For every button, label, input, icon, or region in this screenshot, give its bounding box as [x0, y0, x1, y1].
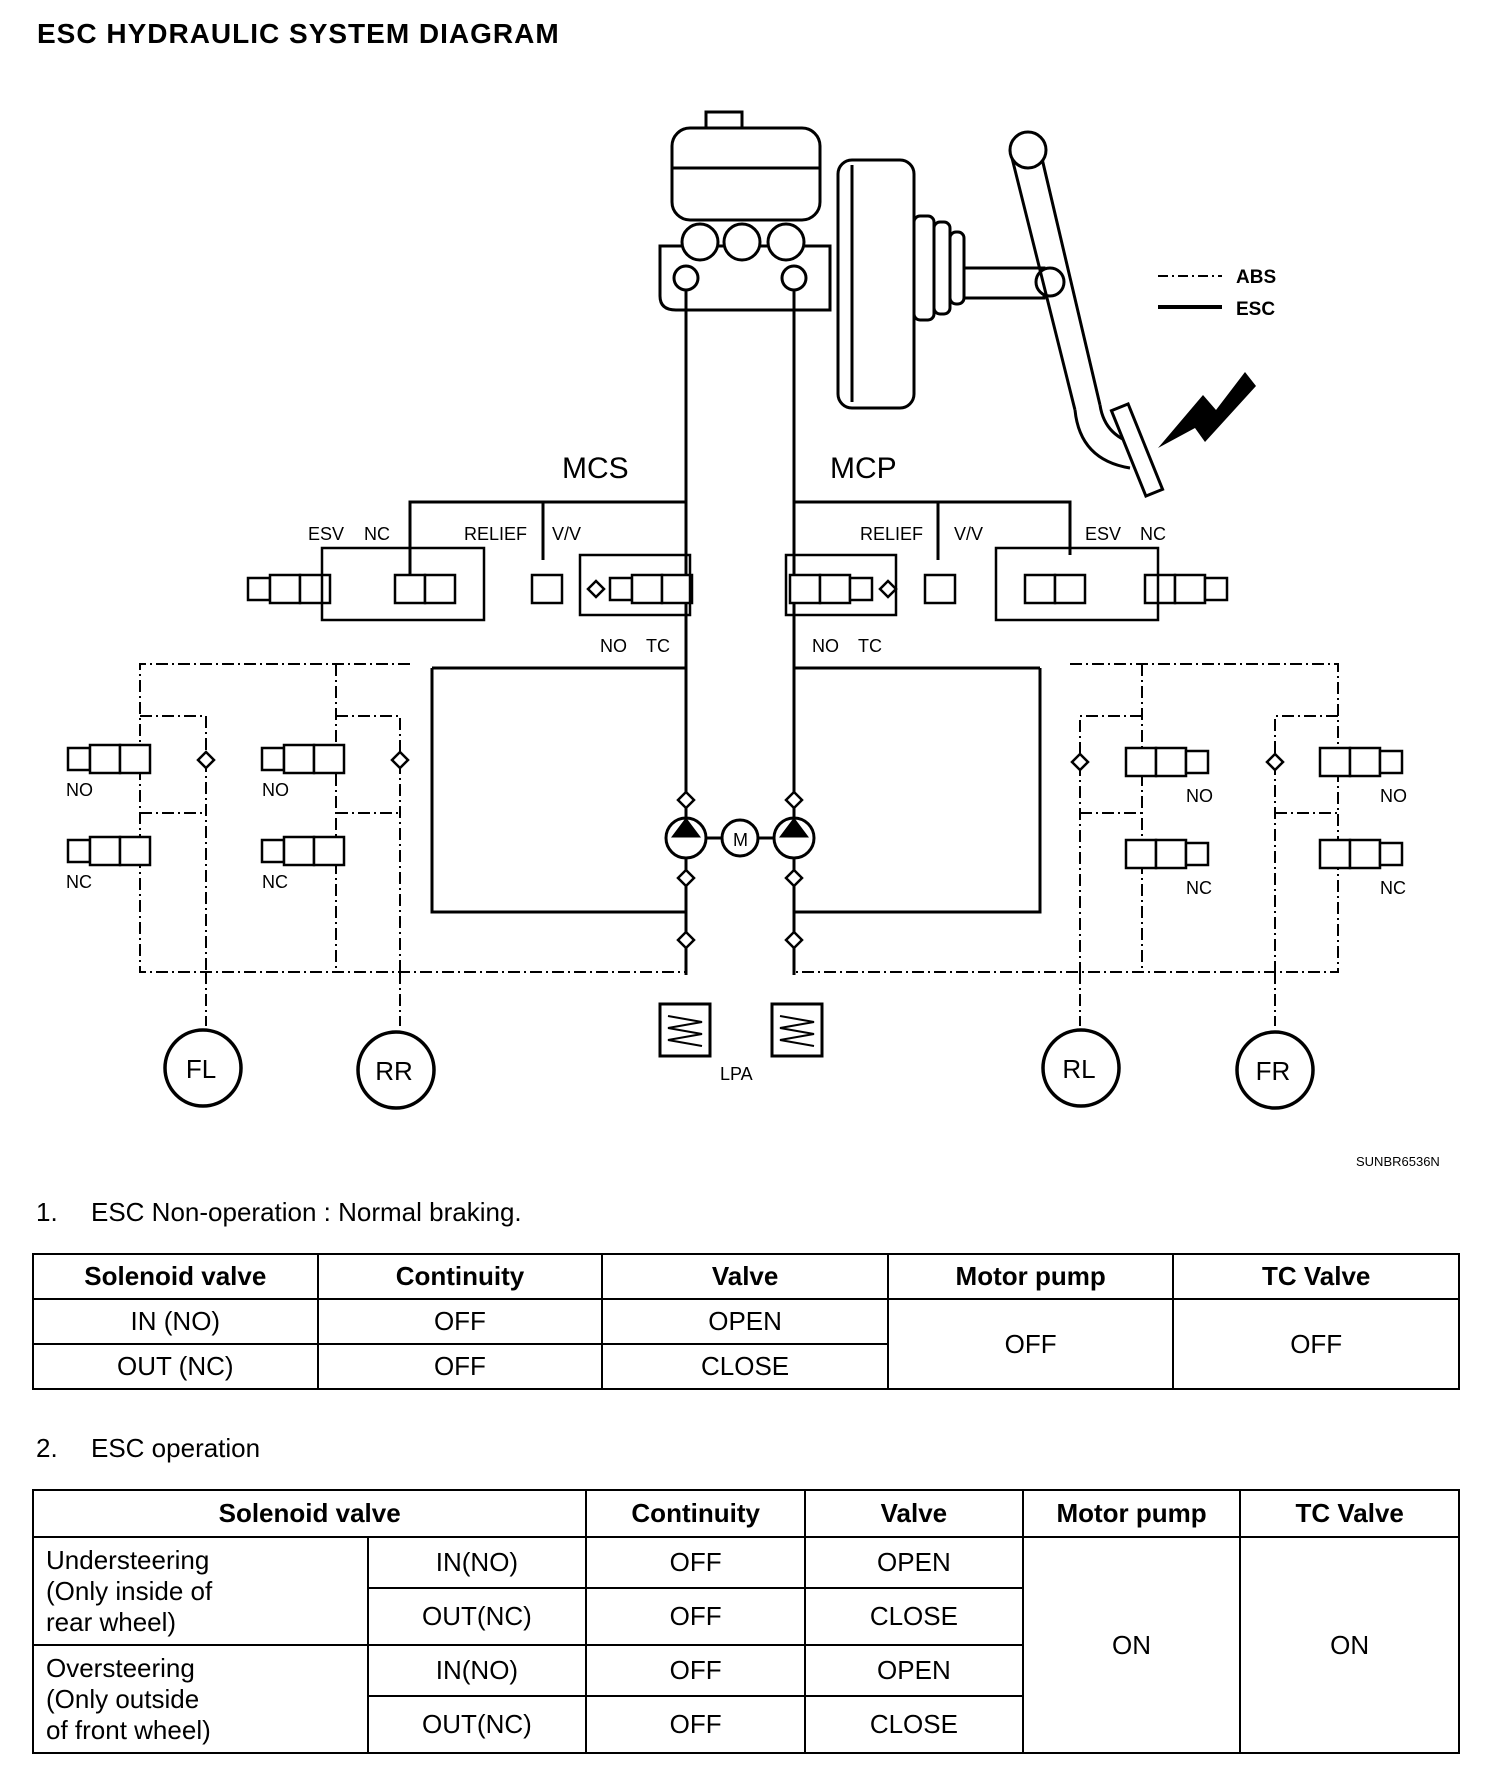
esv-label-left: ESV [308, 524, 344, 544]
esv-label-right: ESV [1085, 524, 1121, 544]
page-title: ESC HYDRAULIC SYSTEM DIAGRAM [37, 18, 560, 49]
vv-label-right: V/V [954, 524, 983, 544]
table-row: OUT(NC) OFF CLOSE [33, 1695, 1459, 1754]
wheel-fl [163, 1028, 243, 1108]
table-row: IN (NO) OFF OPEN OFF OFF [32, 1298, 1460, 1390]
header-continuity: Continuity [585, 1489, 807, 1538]
section-2-number: 2. [36, 1433, 58, 1463]
figure-code: SUNBR6536N [1356, 1154, 1440, 1169]
no-label-tc-right: NO [812, 636, 839, 656]
solenoid-valves [66, 546, 1404, 870]
no-label-rl: NO [1186, 786, 1213, 806]
nc-label-fl: NC [66, 872, 92, 892]
header-valve: Valve [804, 1489, 1024, 1538]
tc-valve-value: ON [1239, 1536, 1460, 1754]
tc-label-left: TC [646, 636, 670, 656]
nc-label-esv-right: NC [1140, 524, 1166, 544]
table-esc-non-operation: Solenoid valve Continuity Valve Motor pu… [32, 1253, 1460, 1390]
header-continuity: Continuity [316, 1253, 604, 1300]
relief-label-right: RELIEF [860, 524, 923, 544]
legend-abs-label: ABS [1236, 267, 1276, 288]
wheel-fr-label: FR [1256, 1056, 1291, 1086]
check-valves [196, 579, 1285, 950]
nc-label-esv-left: NC [364, 524, 390, 544]
nc-label-rl: NC [1186, 878, 1212, 898]
table-row: Understeering (Only inside of rear wheel… [32, 1536, 1460, 1754]
no-label-fl: NO [66, 780, 93, 800]
motor-label: M [733, 830, 748, 850]
table-esc-operation: Solenoid valve Continuity Valve Motor pu… [31, 1489, 1460, 1754]
header-motor-pump: Motor pump [886, 1253, 1175, 1300]
lpa-label: LPA [720, 1064, 753, 1084]
abs-lines [139, 663, 1339, 1026]
motor-pump [664, 816, 816, 860]
legend-esc-label: ESC [1236, 299, 1275, 320]
tc-valve-value: OFF [1172, 1298, 1460, 1390]
wheel-rr [356, 1030, 436, 1110]
section-2-heading: 2. ESC operation [36, 1433, 260, 1464]
esc-lines [408, 290, 1072, 975]
header-solenoid-valve: Solenoid valve [31, 1489, 588, 1538]
vv-label-left: V/V [552, 524, 581, 544]
table-row: OUT (NC) OFF CLOSE [32, 1343, 1459, 1390]
esc-hydraulic-diagram: ABS ESC MCS MCP [66, 110, 1440, 1169]
wheel-fr [1235, 1030, 1315, 1110]
pedal-force-arrow [1158, 372, 1256, 448]
line-legend: ABS ESC [1158, 267, 1276, 320]
oversteering-label: Oversteering (Only outside of front whee… [32, 1644, 369, 1754]
mcp-label: MCP [830, 452, 897, 485]
nc-label-fr: NC [1380, 878, 1406, 898]
table-row: OUT(NC) OFF CLOSE [33, 1587, 1459, 1646]
nc-label-rr: NC [262, 872, 288, 892]
section-1-number: 1. [36, 1197, 58, 1227]
motor-pump-value: ON [1021, 1536, 1242, 1754]
motor-pump-value: OFF [886, 1298, 1175, 1390]
wheel-rr-label: RR [375, 1056, 413, 1086]
tc-label-right: TC [858, 636, 882, 656]
understeering-label: Understeering (Only inside of rear wheel… [32, 1536, 369, 1646]
relief-label-left: RELIEF [464, 524, 527, 544]
wheel-rl-label: RL [1062, 1054, 1095, 1084]
lpa-accumulators [658, 1002, 824, 1058]
header-motor-pump: Motor pump [1021, 1489, 1242, 1538]
header-tc-valve: TC Valve [1172, 1253, 1460, 1300]
section-1-title: ESC Non-operation : Normal braking. [91, 1197, 522, 1227]
wheel-rl [1041, 1028, 1121, 1108]
wheel-fl-label: FL [186, 1054, 216, 1084]
no-label-fr: NO [1380, 786, 1407, 806]
no-label-tc-left: NO [600, 636, 627, 656]
header-valve: Valve [601, 1253, 889, 1300]
header-tc-valve: TC Valve [1239, 1489, 1460, 1538]
table-row: Oversteering (Only outside of front whee… [32, 1644, 1459, 1754]
section-1-heading: 1. ESC Non-operation : Normal braking. [36, 1197, 522, 1228]
master-cylinder [658, 110, 1165, 498]
no-label-rr: NO [262, 780, 289, 800]
header-solenoid-valve: Solenoid valve [32, 1253, 319, 1300]
section-2-title: ESC operation [91, 1433, 261, 1463]
mcs-label: MCS [562, 452, 629, 485]
